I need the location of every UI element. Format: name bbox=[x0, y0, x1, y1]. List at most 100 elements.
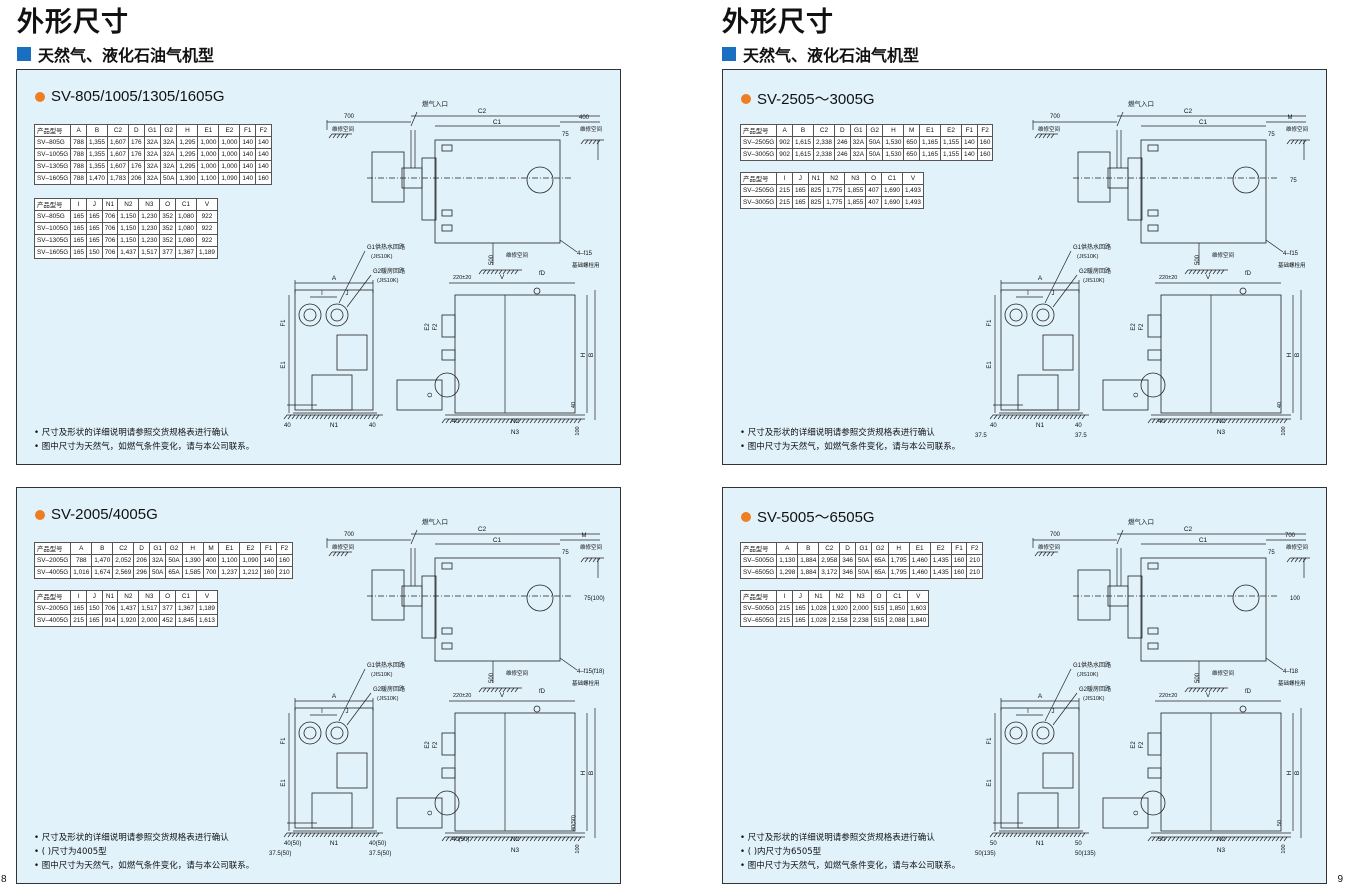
table-cell: 902 bbox=[776, 136, 793, 149]
note-line: • 图中尺寸为天然气，如燃气条件变化，请与本公司联系。 bbox=[740, 861, 961, 871]
side-flange bbox=[1147, 732, 1162, 756]
ground-hatch bbox=[494, 269, 499, 275]
dim-75: 75 bbox=[562, 132, 569, 138]
table-cell: 176 bbox=[127, 160, 145, 173]
table-cell: 165 bbox=[70, 222, 87, 235]
table-header-cell: C1 bbox=[886, 590, 909, 603]
leader-line bbox=[1044, 250, 1072, 304]
ground-hatch bbox=[1042, 551, 1047, 557]
ground-hatch bbox=[315, 832, 320, 838]
table-cell: 377 bbox=[159, 602, 176, 615]
dim-right-offset: 50(135) bbox=[1075, 851, 1096, 857]
ground-hatch bbox=[1192, 687, 1197, 693]
table-cell: 515 bbox=[870, 602, 888, 615]
ground-hatch bbox=[565, 418, 570, 424]
table-header-cell: G2 bbox=[165, 542, 183, 555]
table-cell: 32A bbox=[849, 148, 868, 161]
table-header-cell: N1 bbox=[807, 172, 825, 185]
table-header-cell: A bbox=[776, 542, 799, 555]
ground-hatch bbox=[1286, 139, 1291, 145]
burner-flange bbox=[421, 157, 437, 221]
ground-hatch bbox=[343, 414, 348, 420]
dim-i: I bbox=[321, 291, 323, 297]
control-panel bbox=[1042, 752, 1074, 789]
ground-hatch bbox=[513, 836, 518, 842]
ground-hatch bbox=[1021, 832, 1026, 838]
ground-hatch bbox=[1065, 832, 1070, 838]
nozzle bbox=[1147, 642, 1159, 650]
table-cell: 1,080 bbox=[174, 234, 197, 247]
ground-hatch bbox=[1243, 836, 1248, 842]
table-cell: 1,080 bbox=[174, 210, 197, 223]
ground-hatch bbox=[1179, 418, 1184, 424]
table-header-cell: A bbox=[776, 124, 793, 137]
dim-40: 40(50) bbox=[571, 815, 577, 831]
ground-hatch bbox=[478, 687, 483, 693]
table-cell: 1,530 bbox=[882, 136, 905, 149]
ground-hatch bbox=[1029, 832, 1034, 838]
flue-outlet bbox=[526, 166, 554, 194]
dim-m: 400 bbox=[579, 115, 590, 121]
table-header-cell: H bbox=[176, 124, 199, 137]
burner-head bbox=[1140, 372, 1166, 398]
table-cell: 150 bbox=[85, 246, 103, 259]
dim-40: 40 bbox=[1075, 423, 1082, 429]
dim-n1: N1 bbox=[1036, 840, 1045, 847]
ground-hatch bbox=[465, 418, 470, 424]
table-header-cell: 产品型号 bbox=[739, 124, 778, 137]
maint-space-label: 维修空间 bbox=[580, 125, 602, 133]
ground-hatch bbox=[1283, 418, 1288, 424]
ground-hatch bbox=[486, 687, 491, 693]
table-cell: 1,000 bbox=[218, 148, 241, 161]
flue-outlet bbox=[1232, 166, 1260, 194]
table-cell: 32A bbox=[159, 160, 178, 173]
ground-hatch bbox=[1227, 418, 1232, 424]
dim-i: I bbox=[1027, 709, 1029, 715]
ground-hatch bbox=[1255, 418, 1260, 424]
maint-space-label: 维修空间 bbox=[332, 125, 354, 133]
ground-hatch bbox=[553, 836, 558, 842]
table-cell: 452 bbox=[159, 614, 176, 627]
dim-j: J bbox=[1052, 291, 1055, 297]
dim-fd: fD bbox=[539, 271, 546, 277]
table-cell: 2,238 bbox=[849, 614, 872, 627]
dim-n1: N1 bbox=[330, 422, 339, 429]
dim-c1: C1 bbox=[493, 537, 502, 544]
table-cell: 1,000 bbox=[218, 160, 241, 173]
ground-hatch bbox=[1219, 836, 1224, 842]
leader-line bbox=[338, 668, 366, 722]
table-cell: 1,390 bbox=[176, 172, 199, 185]
boiler-body-top bbox=[1140, 139, 1267, 244]
orange-bullet-icon bbox=[741, 511, 751, 522]
ground-hatch bbox=[1191, 418, 1196, 424]
ground-hatch bbox=[465, 836, 470, 842]
ground-hatch bbox=[1220, 687, 1225, 693]
ground-hatch bbox=[989, 414, 994, 420]
ground-hatch bbox=[1196, 687, 1201, 693]
water-connection-g1 bbox=[1004, 721, 1028, 745]
table-header-cell: C1 bbox=[174, 590, 197, 603]
boiler-side-body bbox=[454, 712, 576, 832]
ground-hatch bbox=[1057, 832, 1062, 838]
dim-v: V bbox=[1206, 274, 1211, 281]
ground-hatch bbox=[1017, 414, 1022, 420]
ground-hatch bbox=[1033, 414, 1038, 420]
table-header-cell: N2 bbox=[823, 172, 846, 185]
ground-hatch bbox=[993, 414, 998, 420]
jis-label: (JIS10K) bbox=[1077, 672, 1099, 678]
boiler-body-top bbox=[1140, 557, 1267, 662]
dim-a: A bbox=[1038, 693, 1043, 700]
table-cell: 1,470 bbox=[91, 554, 114, 567]
burner-top-view bbox=[371, 569, 405, 621]
ground-hatch bbox=[1271, 836, 1276, 842]
table-header-cell: O bbox=[870, 590, 888, 603]
front-frame bbox=[1000, 707, 1080, 829]
ground-hatch bbox=[1175, 836, 1180, 842]
ground-hatch bbox=[1163, 418, 1168, 424]
burner-top-view bbox=[1077, 151, 1111, 203]
table-cell: 160 bbox=[260, 566, 278, 579]
